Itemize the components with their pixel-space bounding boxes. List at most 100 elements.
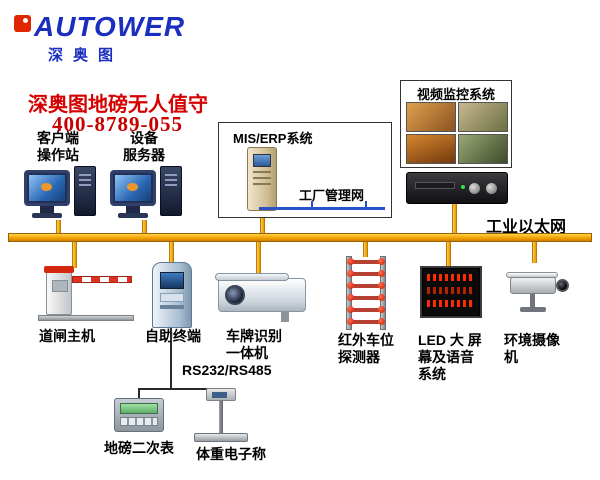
network-cable-line bbox=[259, 201, 385, 210]
serial-protocol-label: RS232/RS485 bbox=[182, 362, 272, 378]
dvr-recorder-icon bbox=[406, 172, 508, 204]
lpr-sunshield bbox=[215, 273, 289, 281]
scale-platform bbox=[194, 433, 248, 442]
phone-number: 400-8789-055 bbox=[52, 112, 183, 136]
kiosk-keypad bbox=[160, 293, 184, 302]
factory-network-label: 工厂管理网 bbox=[299, 188, 365, 203]
dvr-knob bbox=[469, 183, 480, 194]
video-surveillance-box: 视频监控系统 bbox=[400, 80, 512, 168]
label-line: 服务器 bbox=[123, 147, 165, 163]
barrier-cabinet-top bbox=[44, 266, 74, 273]
dvr-led bbox=[461, 185, 465, 189]
connector-line bbox=[256, 242, 261, 278]
connector-line bbox=[72, 242, 77, 268]
pc-stand bbox=[40, 206, 54, 213]
pc-tower bbox=[74, 166, 96, 216]
detector-sensor-row bbox=[347, 294, 385, 301]
detector-sensor-row bbox=[347, 306, 385, 313]
serial-line bbox=[138, 388, 222, 390]
connector-line bbox=[532, 242, 537, 263]
video-surveillance-label: 视频监控系统 bbox=[416, 87, 495, 102]
environment-camera-icon bbox=[504, 262, 576, 324]
pc-stand bbox=[126, 206, 140, 213]
barrier-label: 道闸主机 bbox=[28, 328, 106, 345]
label-line: 操作站 bbox=[37, 147, 79, 163]
camera-lens bbox=[556, 279, 569, 292]
led-text-row bbox=[427, 300, 475, 307]
scale-pole bbox=[219, 401, 223, 434]
kiosk-label: 自助终端 bbox=[134, 328, 212, 345]
label-line: 一体机 bbox=[226, 345, 268, 361]
label-line: 设备 bbox=[130, 130, 158, 146]
connector-line bbox=[452, 204, 457, 233]
connector-line bbox=[260, 218, 265, 233]
camera-snapshot bbox=[406, 134, 456, 164]
lpr-camera-icon bbox=[215, 273, 306, 322]
label-line: 客户端 bbox=[37, 130, 79, 146]
self-service-kiosk-icon bbox=[152, 262, 192, 328]
infrared-label: 红外车位 探测器 bbox=[338, 332, 410, 366]
server-slot bbox=[253, 177, 271, 179]
pc-monitor bbox=[110, 170, 156, 206]
pc-monitor bbox=[24, 170, 70, 206]
detector-sensor-row bbox=[347, 270, 385, 277]
device-server-computer-icon bbox=[108, 164, 188, 222]
label-line: 车牌识别 bbox=[226, 328, 282, 344]
serial-line bbox=[138, 388, 140, 400]
pc-base bbox=[32, 213, 62, 218]
mis-erp-label: MIS/ERP系统 bbox=[233, 131, 313, 146]
page-title: 深奥图地磅无人值守 bbox=[28, 94, 208, 116]
pc-screen bbox=[115, 175, 151, 201]
pc-tower bbox=[160, 166, 182, 216]
connector-line bbox=[56, 220, 61, 233]
detector-rail bbox=[346, 256, 352, 330]
client-station-computer-icon bbox=[22, 164, 102, 222]
logo-subtext: 深奥图 bbox=[48, 47, 124, 64]
pc-base bbox=[118, 213, 148, 218]
lpr-bracket bbox=[281, 312, 289, 322]
camera-mount-arm bbox=[530, 294, 535, 308]
label-line: 环境摄像 bbox=[504, 332, 560, 348]
label-line: 系统 bbox=[418, 366, 446, 382]
detector-sensor-row bbox=[347, 318, 385, 325]
camera-mount-base bbox=[520, 307, 546, 312]
server-slot bbox=[253, 183, 271, 185]
electronic-scale-icon bbox=[192, 388, 250, 446]
barrier-gate-icon bbox=[38, 266, 136, 324]
barrier-base bbox=[38, 315, 134, 321]
pc-screen bbox=[29, 175, 65, 201]
camera-snapshot bbox=[458, 102, 508, 132]
kiosk-slot bbox=[160, 305, 184, 309]
infrared-detector-icon bbox=[346, 256, 386, 330]
connector-line bbox=[169, 242, 174, 262]
label-line: 幕及语音 bbox=[418, 349, 474, 365]
meter-label: 地磅二次表 bbox=[92, 440, 186, 457]
camera-snapshot bbox=[458, 134, 508, 164]
meter-keys bbox=[120, 417, 158, 426]
detector-rail bbox=[380, 256, 386, 330]
led-text-row bbox=[427, 287, 475, 294]
connector-line bbox=[142, 220, 147, 233]
brand-logo: AUTOWER 深奥图 bbox=[14, 12, 185, 65]
label-line: 地磅二次表 bbox=[104, 440, 174, 456]
label-line: 红外车位 bbox=[338, 332, 394, 348]
device-server-label: 设备 服务器 bbox=[104, 130, 184, 164]
environment-camera-label: 环境摄像 机 bbox=[504, 332, 576, 366]
barrier-cabinet bbox=[46, 271, 72, 315]
camera-body bbox=[510, 277, 556, 294]
detector-sensor-row bbox=[347, 258, 385, 265]
server-screen bbox=[253, 154, 271, 167]
lpr-lens bbox=[225, 285, 245, 305]
industrial-ethernet-bus bbox=[8, 233, 592, 242]
camera-thumbnails bbox=[406, 102, 508, 164]
logo-text: AUTOWER bbox=[34, 11, 186, 42]
logo-mark-icon bbox=[14, 15, 31, 32]
label-line: 机 bbox=[504, 349, 518, 365]
label-line: LED 大 屏 bbox=[418, 332, 482, 348]
label-line: 体重电子称 bbox=[196, 446, 266, 462]
scale-indicator bbox=[206, 388, 236, 401]
kiosk-screen bbox=[160, 272, 184, 289]
label-line: 道闸主机 bbox=[39, 328, 95, 344]
weighbridge-meter-icon bbox=[114, 398, 164, 432]
